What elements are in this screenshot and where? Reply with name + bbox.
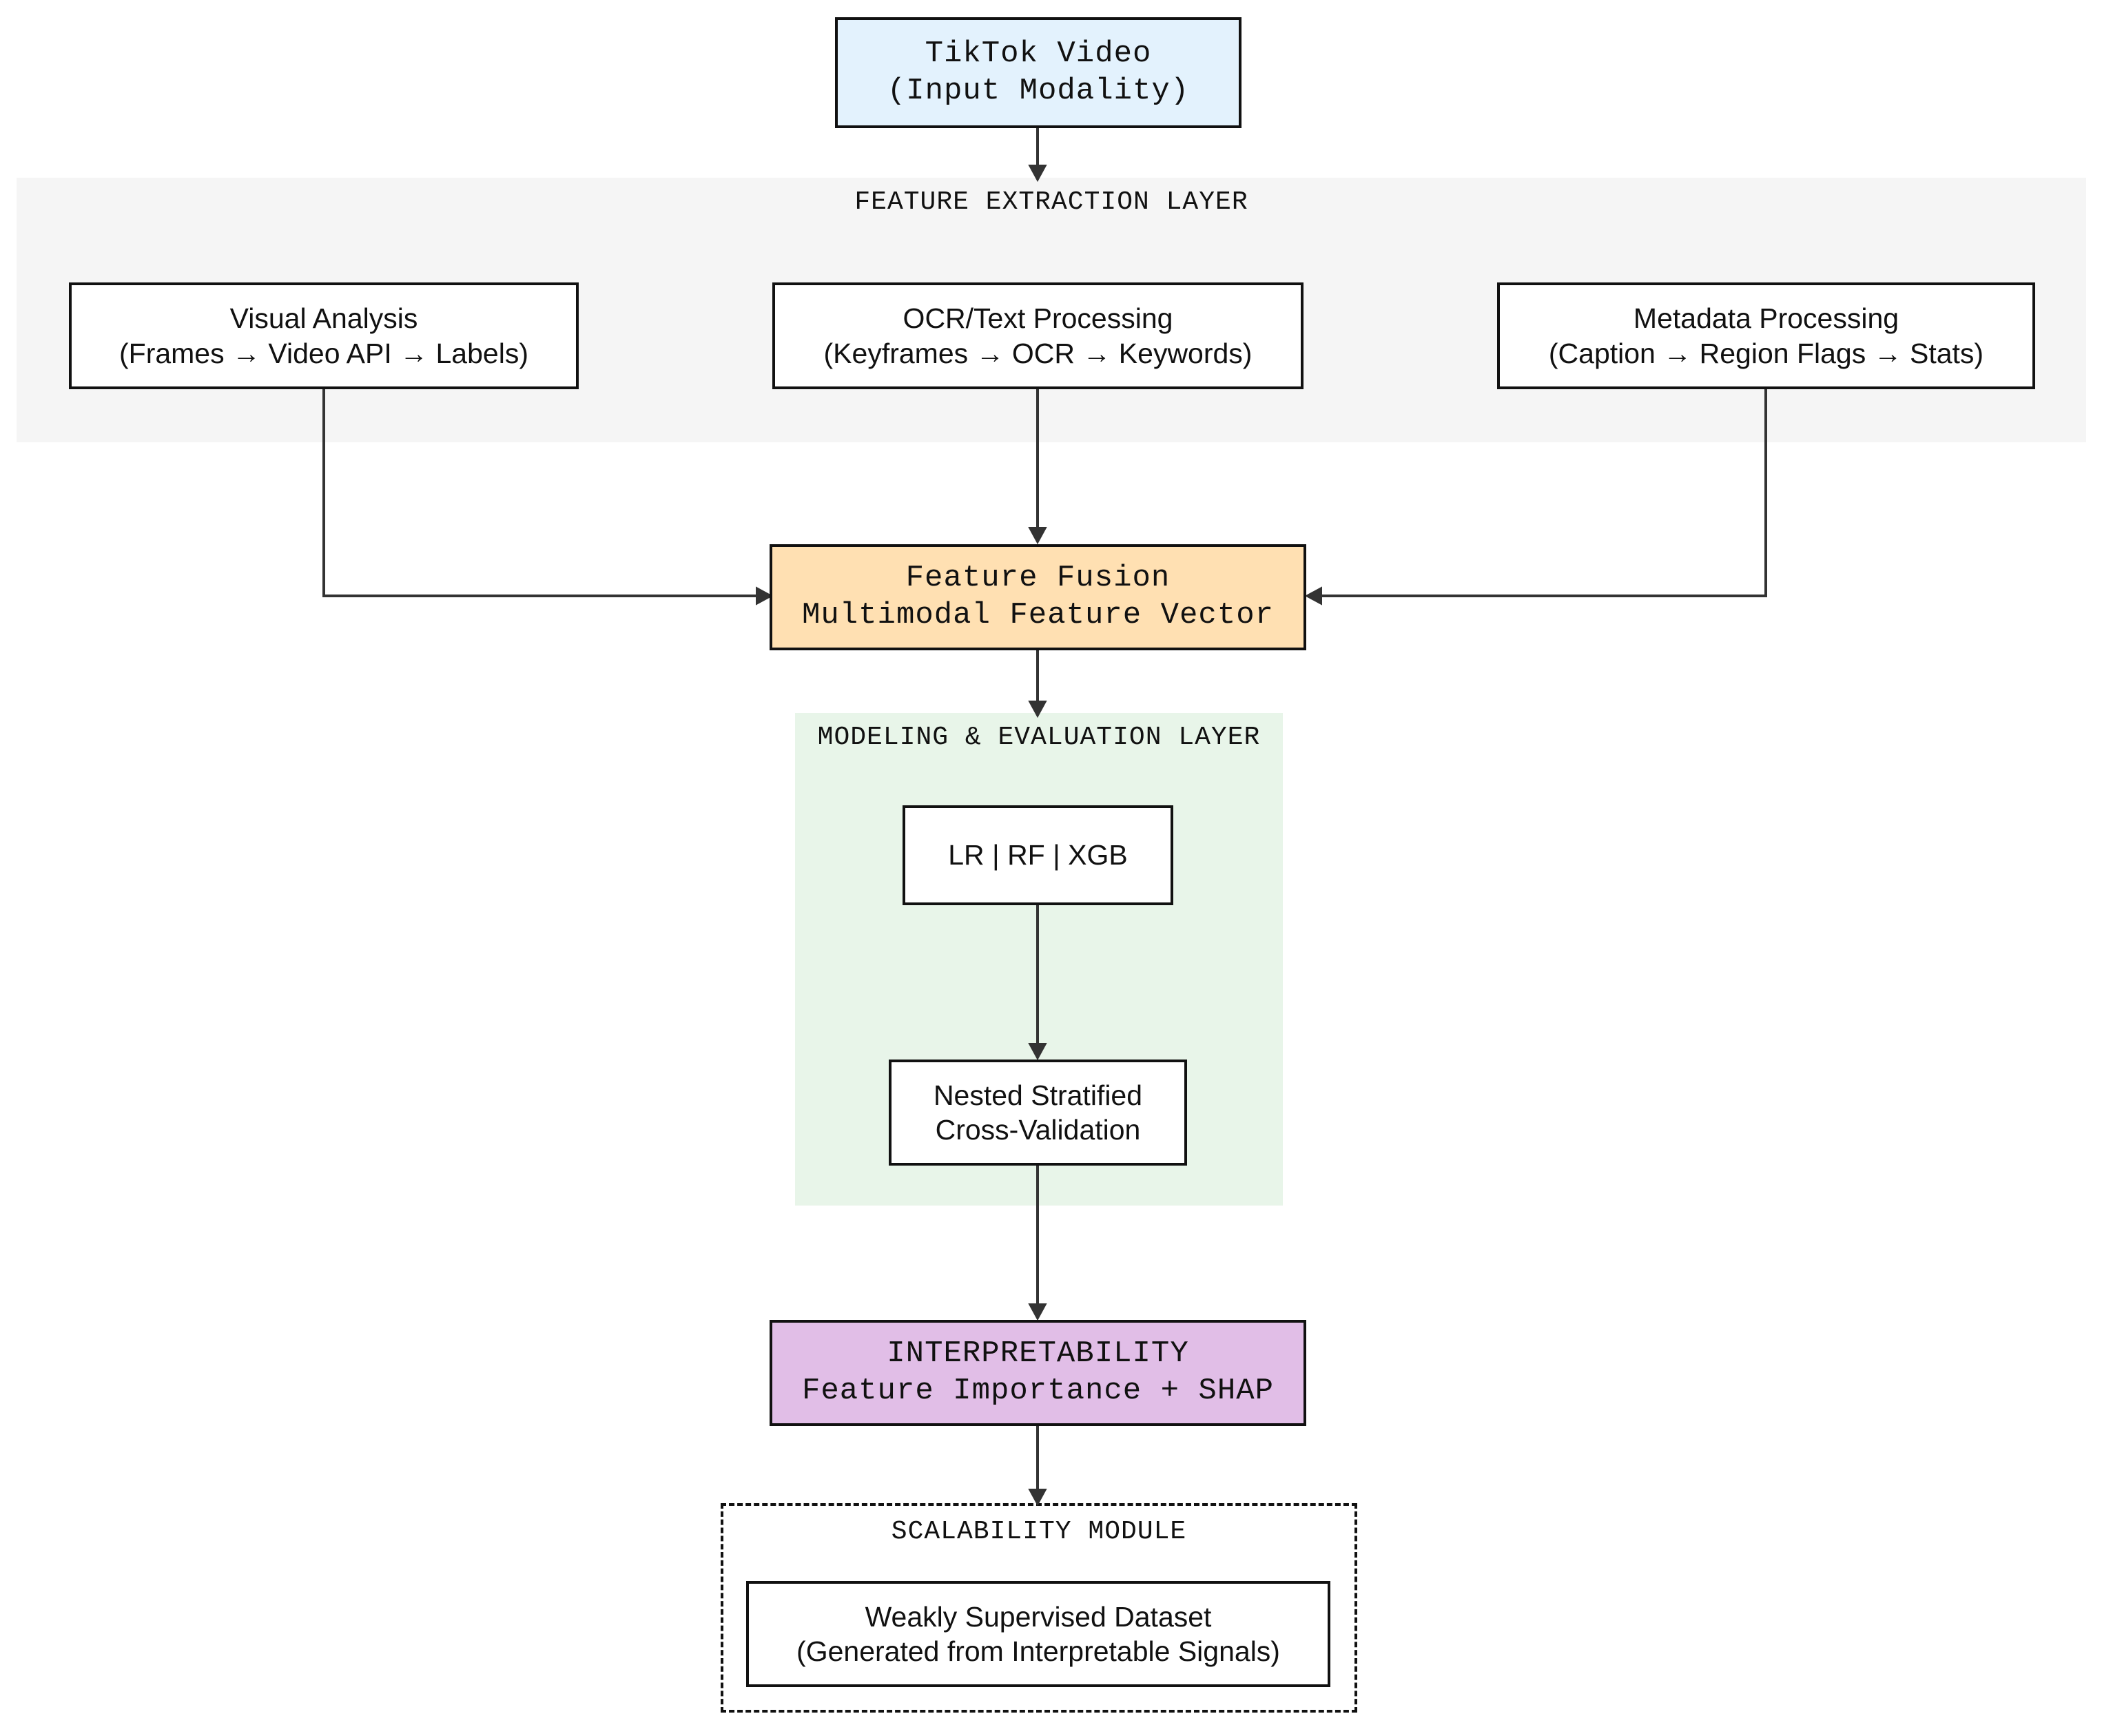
- ocr-processing-line2: (Keyframes → OCR → Keywords): [823, 337, 1253, 369]
- cross-validation-line1: Nested Stratified: [933, 1079, 1143, 1111]
- metadata-processing-node: Metadata Processing (Caption → Region Fl…: [1497, 282, 2035, 389]
- weak-dataset-line1: Weakly Supervised Dataset: [865, 1600, 1212, 1633]
- feature-fusion-node: Feature Fusion Multimodal Feature Vector: [770, 544, 1306, 650]
- ocr-processing-node: OCR/Text Processing (Keyframes → OCR → K…: [772, 282, 1304, 389]
- models-line1: LR | RF | XGB: [948, 839, 1128, 871]
- ocr-processing-line1: OCR/Text Processing: [903, 302, 1173, 335]
- modeling-label: MODELING & EVALUATION LAYER: [817, 723, 1261, 752]
- weak-dataset-node: Weakly Supervised Dataset (Generated fro…: [746, 1581, 1330, 1687]
- edge-interpretability-to-dataset: [1028, 1425, 1047, 1507]
- input-node-line1: TikTok Video: [925, 36, 1152, 71]
- feature-fusion-line2: Multimodal Feature Vector: [801, 598, 1275, 632]
- feature-fusion-line1: Feature Fusion: [905, 561, 1171, 596]
- input-node-line2: (Input Modality): [887, 73, 1190, 108]
- input-node: TikTok Video (Input Modality): [835, 17, 1241, 128]
- visual-analysis-node: Visual Analysis (Frames → Video API → La…: [69, 282, 579, 389]
- visual-analysis-line2: (Frames → Video API → Labels): [119, 337, 528, 369]
- weak-dataset-line2: (Generated from Interpretable Signals): [796, 1635, 1280, 1667]
- scalability-label: SCALABILITY MODULE: [891, 1517, 1187, 1547]
- interpretability-node: INTERPRETABILITY Feature Importance + SH…: [770, 1320, 1306, 1426]
- cross-validation-line2: Cross-Validation: [935, 1114, 1141, 1146]
- cross-validation-node: Nested Stratified Cross-Validation: [889, 1060, 1187, 1166]
- interpretability-line1: INTERPRETABILITY: [887, 1336, 1189, 1372]
- models-node: LR | RF | XGB: [903, 805, 1173, 905]
- edge-input-to-ocr: [1028, 127, 1047, 183]
- metadata-processing-line1: Metadata Processing: [1633, 302, 1899, 335]
- visual-analysis-line1: Visual Analysis: [229, 302, 418, 335]
- feature-extraction-label: FEATURE EXTRACTION LAYER: [854, 187, 1248, 217]
- metadata-processing-line2: (Caption → Region Flags → Stats): [1548, 337, 1984, 369]
- interpretability-line2: Feature Importance + SHAP: [801, 1374, 1275, 1408]
- edge-fusion-to-models: [1028, 649, 1047, 719]
